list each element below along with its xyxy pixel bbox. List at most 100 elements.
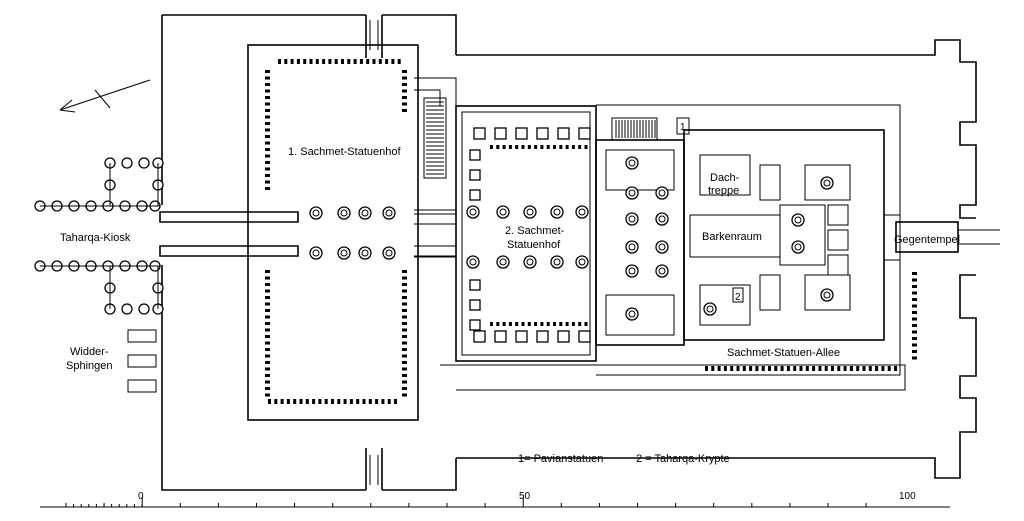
statue-mark — [868, 366, 872, 371]
statue-mark — [402, 76, 407, 80]
statue-mark — [265, 322, 270, 325]
statue-mark — [496, 322, 500, 326]
column-inner — [823, 291, 831, 299]
statue-mark — [265, 148, 270, 151]
column-inner — [499, 208, 507, 216]
column — [703, 302, 717, 316]
kiosk-columns — [34, 157, 164, 315]
statue-mark — [278, 59, 281, 64]
column-inner — [361, 209, 369, 217]
statue-mark — [265, 315, 270, 319]
statue-mark — [490, 145, 493, 149]
column — [496, 255, 510, 269]
statue-mark — [546, 145, 550, 149]
statue-mark — [268, 399, 271, 404]
legend-item-2: 2 = Taharqa-Krypte — [636, 453, 730, 465]
statue-mark — [912, 298, 917, 301]
statue-mark — [265, 135, 270, 138]
statue-base — [557, 127, 570, 140]
label-gegentempel: Gegentempel — [894, 234, 960, 246]
statue-mark — [322, 59, 326, 64]
statue-mark — [912, 291, 917, 295]
statue-mark — [862, 366, 866, 371]
column — [523, 255, 537, 269]
column — [466, 255, 480, 269]
statue-mark — [309, 59, 313, 64]
statue-mark — [546, 322, 550, 326]
statue-mark — [515, 322, 519, 326]
statue-mark — [265, 180, 270, 184]
statue-base — [536, 330, 549, 343]
axial-passage — [159, 211, 457, 257]
statue-mark — [353, 59, 357, 64]
column-inner — [628, 267, 636, 275]
statue-mark — [343, 399, 347, 404]
statue-mark — [356, 399, 360, 404]
statue-mark — [265, 128, 270, 132]
statue-mark — [265, 348, 270, 351]
statue-mark — [521, 145, 525, 149]
statue-base — [578, 330, 591, 343]
column-inner — [794, 243, 802, 251]
statue-mark — [402, 354, 407, 358]
sachmet-alley-statues — [705, 272, 917, 371]
statue-mark — [912, 330, 917, 334]
statue-mark — [402, 83, 407, 86]
statue-mark — [315, 59, 319, 64]
statue-mark — [402, 387, 407, 390]
scale-tick-50: 50 — [519, 491, 531, 502]
statue-mark — [912, 278, 917, 282]
column — [791, 213, 805, 227]
outer-enclosure-west — [161, 14, 457, 491]
label-allee: Sachmet-Statuen-Allee — [727, 347, 840, 359]
column-inner — [312, 209, 320, 217]
statue-mark — [265, 374, 270, 377]
statue-mark — [265, 296, 270, 299]
statue-base — [469, 279, 481, 291]
statue-mark — [305, 399, 309, 404]
column-inner — [526, 208, 534, 216]
kiosk-column — [121, 303, 133, 315]
statue-mark — [284, 59, 288, 64]
ram-sphinxes — [127, 329, 157, 393]
column-inner — [499, 258, 507, 266]
statue-mark — [402, 309, 407, 312]
marker-1: 1 — [680, 122, 686, 133]
statue-mark — [780, 366, 784, 371]
statue-mark — [372, 59, 376, 64]
statue-mark — [402, 283, 407, 286]
column-inner — [578, 258, 586, 266]
statue-mark — [584, 322, 588, 326]
statue-mark — [736, 366, 740, 371]
statue-base — [578, 127, 591, 140]
statue-mark — [324, 399, 328, 404]
statue-mark — [723, 366, 727, 371]
statue-mark — [265, 167, 270, 171]
statue-base — [494, 330, 507, 343]
column — [791, 240, 805, 254]
statue-mark — [402, 109, 407, 112]
statue-mark — [334, 59, 338, 64]
statue-mark — [831, 366, 834, 371]
column-inner — [469, 258, 477, 266]
column-inner — [823, 179, 831, 187]
first-court-statues — [265, 59, 407, 404]
statue-mark — [265, 122, 270, 125]
column-inner — [526, 258, 534, 266]
statue-mark — [265, 141, 270, 145]
statue-mark — [362, 399, 366, 404]
column-inner — [385, 249, 393, 257]
column — [820, 288, 834, 302]
column — [550, 205, 564, 219]
statue-mark — [265, 309, 270, 312]
statue-mark — [824, 366, 828, 371]
statue-mark — [265, 387, 270, 390]
statue-mark — [856, 366, 860, 371]
statue-base — [473, 330, 486, 343]
column-inner — [340, 249, 348, 257]
statue-mark — [559, 322, 563, 326]
statue-mark — [774, 366, 778, 371]
statue-mark — [402, 328, 407, 332]
column-inner — [340, 209, 348, 217]
